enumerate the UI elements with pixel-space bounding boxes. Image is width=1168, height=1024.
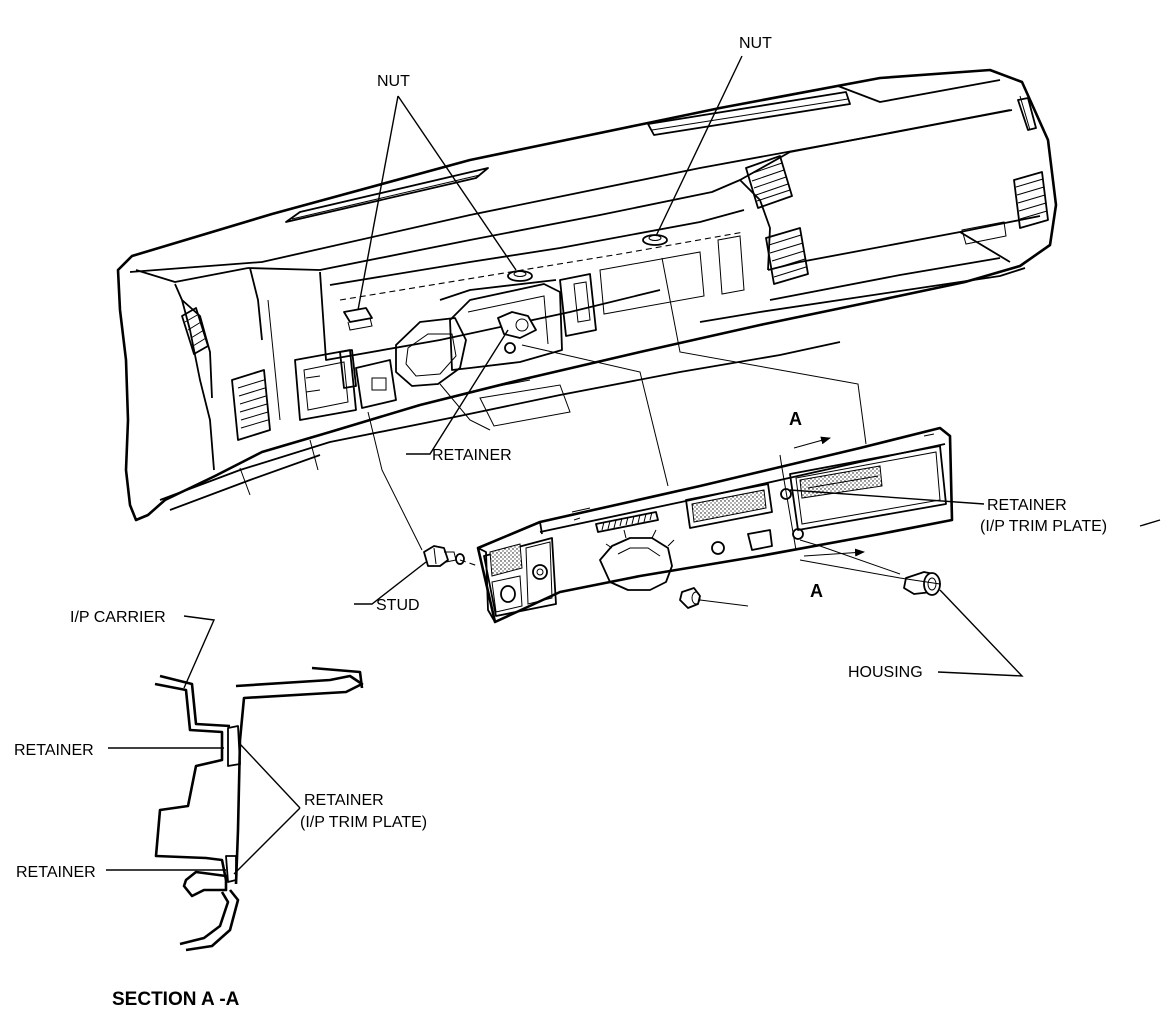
- section-mark-top: A: [789, 409, 802, 429]
- instrument-panel-dashboard: [116, 68, 1058, 522]
- nut-left: [343, 307, 373, 331]
- label-retainer-trim-line2: (I/P TRIM PLATE): [980, 518, 1107, 535]
- center-vent-lower: [765, 227, 809, 285]
- section-label-retainer-upper: RETAINER: [14, 742, 94, 759]
- nut-center: [507, 270, 533, 282]
- section-title: SECTION A -A: [112, 989, 240, 1010]
- trim-plate-vent-strip: [595, 511, 659, 533]
- left-side-vent: [231, 369, 271, 441]
- nut-right: [642, 234, 668, 246]
- section-label-retainer-lower: RETAINER: [16, 864, 96, 881]
- section-mark-bottom: A: [810, 581, 823, 601]
- section-label-retainer-trim-line1: RETAINER: [304, 792, 384, 809]
- label-group: NUT NUT RETAINER RETAINER (I/P TRIM PLAT…: [14, 35, 1107, 1010]
- alignment-lines: [367, 257, 941, 607]
- housing: [903, 571, 941, 596]
- stud: [423, 545, 465, 567]
- section-label-ip-carrier: I/P CARRIER: [70, 609, 166, 626]
- label-nut-left: NUT: [377, 73, 410, 90]
- section-label-retainer-trim-line2: (I/P TRIM PLATE): [300, 814, 427, 831]
- leader-lines: [354, 55, 1161, 677]
- cluster-cavity-details: [294, 235, 745, 431]
- housing-center: [679, 587, 701, 609]
- label-stud: STUD: [376, 597, 420, 614]
- left-edge-louvers: [181, 307, 209, 355]
- center-vent-upper: [745, 155, 793, 209]
- right-side-vent: [1013, 171, 1049, 229]
- label-retainer: RETAINER: [432, 447, 512, 464]
- section-a-a-detail: [106, 615, 364, 952]
- label-retainer-trim-line1: RETAINER: [987, 497, 1067, 514]
- gauge-opening: [599, 529, 675, 591]
- label-housing: HOUSING: [848, 664, 923, 681]
- label-nut-right: NUT: [739, 35, 772, 52]
- trim-plate-bezel: [476, 426, 954, 624]
